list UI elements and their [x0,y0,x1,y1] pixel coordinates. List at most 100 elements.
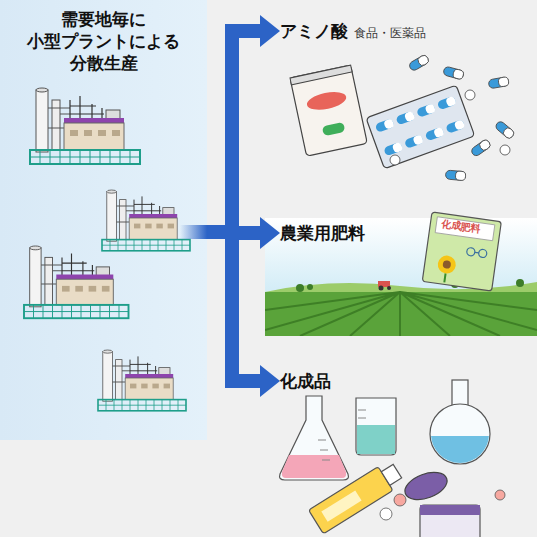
medicine-illustration [383,142,403,157]
medicine-illustration [502,126,515,139]
chemical-glassware [431,436,489,463]
chemical-glassware [280,396,349,480]
medicine-illustration [498,77,509,88]
medicine-illustration [445,170,466,181]
farm-field-illustration [265,292,537,336]
chemical-glassware [309,459,405,534]
medicine-illustration [417,54,430,67]
product-label: アミノ酸食品・医薬品 [280,20,426,42]
flow-arrow [207,31,260,232]
farm-field-illustration [307,284,313,290]
medicine-illustration [383,118,395,130]
node-heading: 化成品 [280,370,331,392]
medicine-illustration [452,69,464,80]
bag-label: 化成肥料 [440,217,482,236]
medicine-illustration [290,65,367,156]
fertilizer-bag [475,252,479,254]
medicine-illustration [375,96,466,157]
farm-field-illustration [265,292,537,336]
node-subtext: 食品・医薬品 [354,25,426,42]
medicine-illustration [465,90,475,100]
flow-arrow [207,232,260,233]
farm-field-illustration [467,282,473,288]
medicine-illustration [392,142,404,154]
node-heading: 需要地毎に 小型プラントによる 分散生産 [10,8,197,74]
chemical-glassware [452,380,468,410]
medicine-illustration [412,134,424,146]
fertilizer-bag [466,247,475,256]
medicine-illustration [488,77,509,89]
medicine-illustration [470,139,492,158]
chemical-glassware [282,455,346,478]
chemical-glassware [357,425,395,454]
medicine-illustration [366,85,475,169]
chemical-glassware [356,398,396,455]
fertilizer-bag [437,254,457,274]
chemical-glassware [358,410,366,418]
chemical-glassware [381,464,401,485]
farm-field-illustration [296,284,304,292]
fertilizer-bag [435,217,495,241]
medicine-illustration [375,118,395,133]
medicine-illustration [404,111,416,123]
chemical-glassware [401,467,451,505]
fertilizer-bag [422,212,501,291]
chemical-glassware [420,505,480,515]
medicine-illustration [470,139,492,158]
medicine-illustration [437,96,457,111]
medicine-illustration [443,66,465,80]
production-panel: 需要地毎に 小型プラントによる 分散生産 [0,0,207,440]
farm-field-illustration [378,281,390,287]
chemical-glassware [318,440,330,460]
chemical-glassware [420,505,480,537]
farm-field-illustration [387,286,391,290]
medicine-illustration [305,89,347,113]
farm-field-illustration [296,279,524,292]
medicine-illustration [494,120,515,140]
node-heading: 農業用肥料 [280,222,365,244]
medicine-illustration [455,171,466,181]
medicine-illustration [290,65,352,85]
fertilizer-bag [422,212,501,291]
fertilizer-bag [478,249,487,258]
chemical-glassware [321,490,361,521]
medicine-illustration [425,103,437,115]
medicine-illustration [416,103,436,118]
medicine-illustration [408,54,430,72]
farm-field-illustration [265,218,537,336]
chemical-glassware [380,508,392,520]
product-label: 化成品 [280,370,331,392]
medicine-illustration [366,85,475,169]
medicine-illustration [390,54,515,181]
medicine-illustration [290,65,367,156]
product-label: 農業用肥料 [280,222,365,244]
medicine-illustration [404,134,424,149]
medicine-illustration [454,119,466,131]
chemical-glassware [280,380,505,537]
chemical-glassware [394,494,406,506]
chemical-glassware [309,467,393,534]
medicine-illustration [500,145,510,155]
medicine-illustration [425,127,445,142]
chemical-glassware [430,404,490,464]
medicine-illustration [433,127,445,139]
medicine-illustration [322,122,346,136]
chemical-glassware [495,490,505,500]
medicine-illustration [488,77,509,89]
fertilizer-bag [442,260,451,269]
medicine-illustration [383,96,465,154]
medicine-illustration [445,170,466,181]
medicine-illustration [478,139,491,152]
medicine-illustration [443,66,465,80]
node-heading: アミノ酸 [280,20,348,42]
flow-arrow [207,232,260,381]
fertilizer-bag [444,273,445,282]
farm-field-illustration [516,279,524,287]
medicine-illustration [445,96,457,108]
medicine-illustration [445,119,465,134]
farm-field-illustration [451,280,459,288]
medicine-illustration [408,54,430,72]
medicine-illustration [395,111,415,126]
medicine-illustration [290,54,515,181]
